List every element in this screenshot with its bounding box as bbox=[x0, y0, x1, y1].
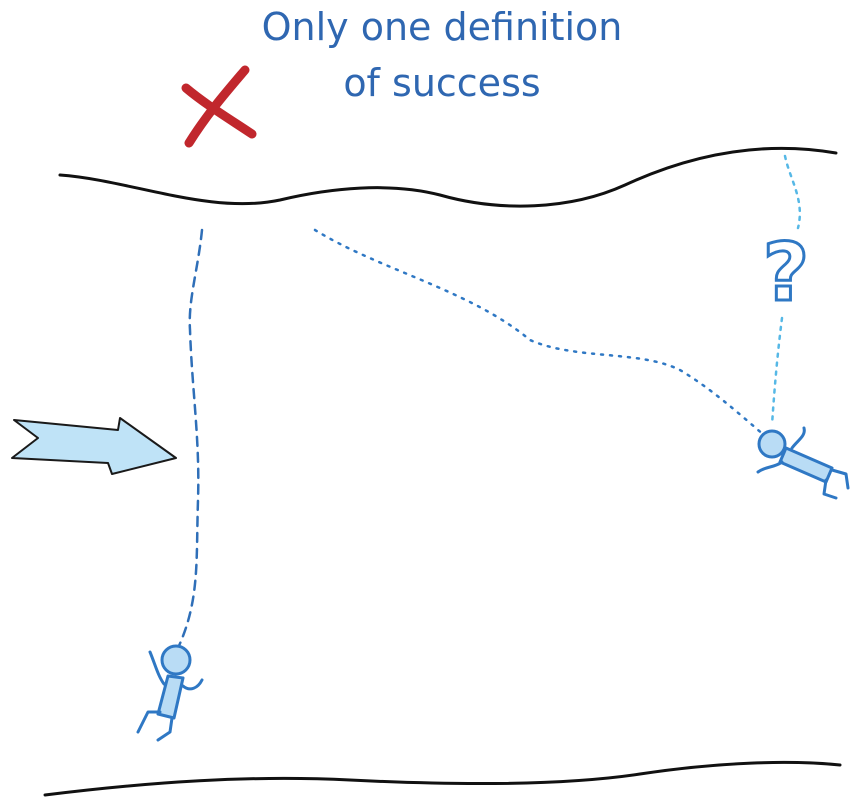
figure-arm-lower bbox=[756, 460, 784, 474]
stick-figure-left bbox=[136, 644, 204, 742]
figure-leg-left bbox=[136, 710, 162, 734]
stick-figure-right bbox=[756, 426, 850, 500]
title-line-2: of success bbox=[343, 61, 540, 105]
figure-head bbox=[160, 644, 192, 676]
figure-leg-upper bbox=[830, 468, 850, 490]
figure-arm-right bbox=[181, 678, 204, 691]
right-arrow-icon bbox=[11, 417, 177, 475]
bottom-boundary-line bbox=[43, 760, 842, 797]
title-line-1: Only one definition bbox=[262, 5, 623, 49]
top-boundary-line bbox=[58, 146, 838, 208]
x-mark-icon bbox=[181, 65, 257, 148]
figure-body bbox=[156, 674, 185, 720]
dotted-trail bbox=[313, 228, 767, 438]
dashed-trail bbox=[176, 228, 204, 650]
figure-arm-left bbox=[148, 650, 166, 686]
question-mark-icon: ? bbox=[763, 226, 809, 319]
figure-arm-upper bbox=[790, 426, 806, 450]
question-trail-upper bbox=[783, 154, 802, 230]
figure-body bbox=[778, 446, 834, 484]
figure-head bbox=[757, 429, 787, 459]
question-trail-lower bbox=[770, 316, 784, 427]
figure-leg-right bbox=[156, 716, 174, 742]
figure-leg-lower bbox=[822, 478, 838, 500]
